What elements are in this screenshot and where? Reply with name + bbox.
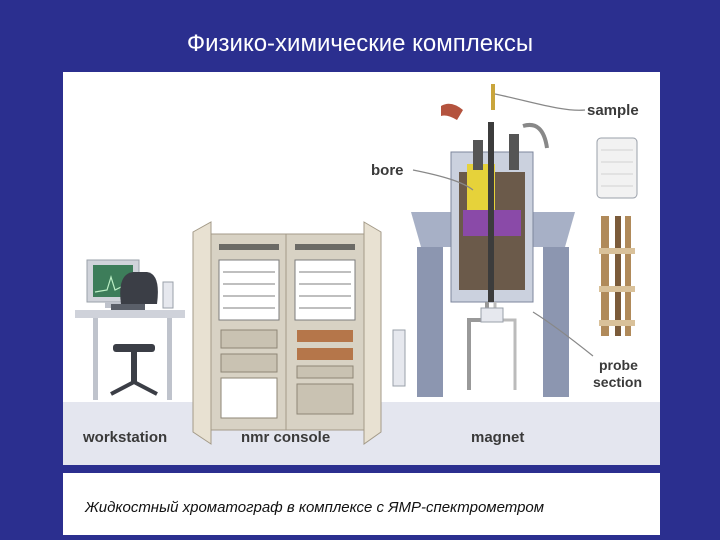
magnet-leg-right: [543, 247, 569, 397]
console-rack-right: [294, 259, 356, 321]
workstation: [75, 259, 185, 400]
leader-sample: [494, 93, 586, 111]
chair-base: [110, 379, 158, 396]
diagram-svg: sample bore probe section workstation nm…: [63, 84, 660, 465]
console-panel-top-left: [219, 244, 279, 250]
nmr-console: [192, 221, 406, 445]
label-bore: bore: [371, 162, 404, 179]
caption-panel: Жидкостный хроматограф в комплексе с ЯМР…: [63, 473, 660, 535]
console-module-left-3: [220, 377, 278, 419]
console-rack-left: [218, 259, 280, 321]
probe-rod-1: [601, 216, 609, 336]
caption-text: Жидкостный хроматограф в комплексе с ЯМР…: [85, 499, 545, 516]
console-door-right: [363, 221, 382, 445]
sample-tube: [491, 84, 495, 110]
desk-leg-right: [167, 318, 172, 400]
probe-clamp-2: [599, 286, 635, 292]
label-probe-line2: section: [593, 374, 642, 390]
sample-injector: [441, 103, 463, 120]
preamp-unit: [392, 329, 406, 387]
leader-bore: [412, 169, 474, 191]
leader-probe: [532, 311, 594, 357]
console-module-right-2: [297, 348, 353, 360]
probe-rod-2: [615, 216, 621, 336]
console-module-right-3: [296, 365, 354, 379]
console-module-left-1: [220, 329, 278, 349]
nmr-system-diagram: sample bore probe section workstation nm…: [63, 72, 660, 465]
console-module-right-4: [296, 383, 354, 415]
magnet-leg-left: [417, 247, 443, 397]
cpu-tower: [162, 281, 174, 309]
magnet-support-right-top: [523, 212, 575, 247]
desk-leg-left: [93, 318, 98, 400]
console-door-left: [192, 221, 212, 445]
probe-base: [480, 307, 504, 323]
probe-clamp-1: [599, 248, 635, 254]
label-workstation: workstation: [82, 429, 167, 446]
magnet-port-left: [473, 140, 483, 170]
label-nmr-console: nmr console: [241, 429, 330, 446]
chair-seat: [113, 344, 155, 352]
magnet: [411, 84, 575, 397]
magnet-hose: [522, 123, 549, 149]
chair-back: [120, 272, 158, 304]
label-magnet: magnet: [471, 429, 524, 446]
slide-title: Физико-химические комплексы: [186, 30, 534, 57]
chair-post: [131, 352, 137, 382]
label-sample: sample: [587, 102, 639, 119]
keyboard: [111, 304, 145, 310]
console-panel-top-right: [295, 244, 355, 250]
console-module-right-1: [297, 330, 353, 342]
magnet-support-left-top: [411, 212, 463, 247]
bore-tube: [488, 122, 494, 302]
probe-clamp-3: [599, 320, 635, 326]
probe-rod-3: [625, 216, 631, 336]
console-module-left-2: [220, 353, 278, 373]
label-probe-line1: probe: [599, 357, 638, 373]
probe-cap: [596, 137, 638, 199]
desk-top: [75, 310, 185, 318]
magnet-port-right: [509, 134, 519, 170]
probe-section: [596, 137, 638, 336]
